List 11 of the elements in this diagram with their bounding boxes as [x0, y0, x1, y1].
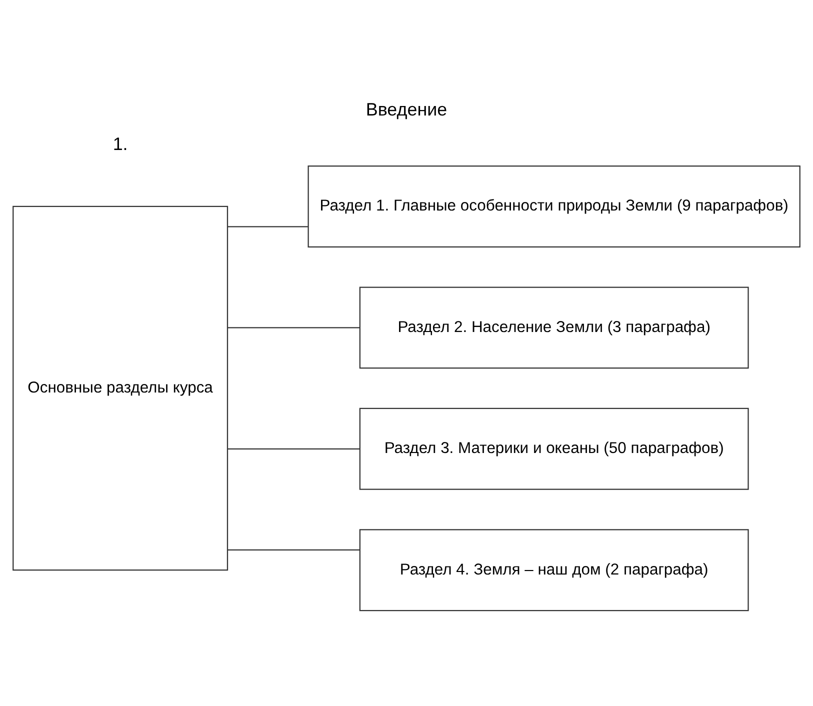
node-box: Раздел 3. Материки и океаны (50 параграфов) — [359, 407, 749, 490]
diagram-title: Введение — [366, 98, 448, 119]
node-box: Основные разделы курса — [12, 205, 228, 570]
node-box: Раздел 1. Главные особенности природы Земли (9 параграфов) — [308, 165, 800, 247]
connector — [228, 326, 360, 328]
connector — [228, 548, 360, 550]
connector — [228, 448, 360, 449]
node-box: Раздел 4. Земля – наш дом (2 параграфа) — [359, 528, 749, 611]
connector — [228, 226, 308, 227]
label: 1. — [112, 134, 128, 154]
node-box: Раздел 2. Население Земли (3 параграфа) — [359, 286, 749, 368]
